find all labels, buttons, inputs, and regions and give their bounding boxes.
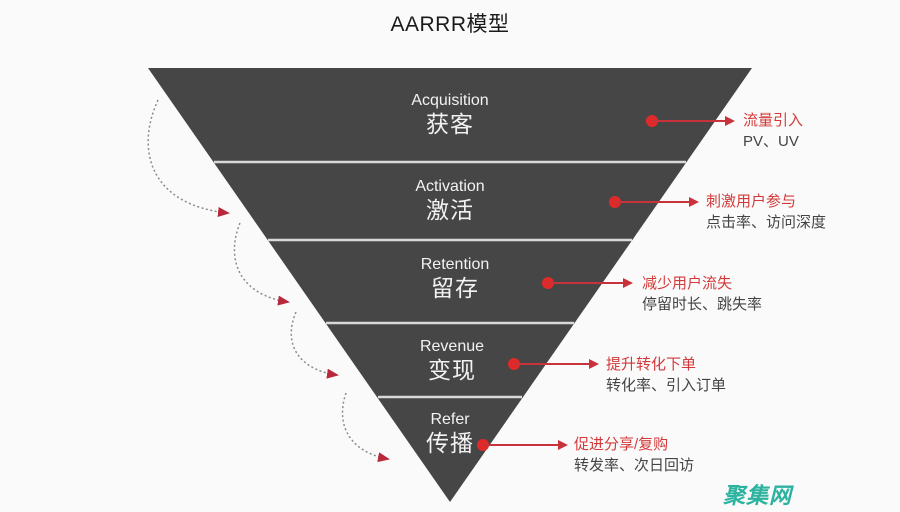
callout-connector-5 — [477, 439, 568, 451]
layer-revenue: Revenue 变现 — [352, 338, 552, 384]
layer-en-label: Refer — [430, 411, 470, 428]
flow-arrow-4-icon — [341, 392, 390, 463]
funnel-shape — [148, 68, 752, 502]
callout-retention: 减少用户流失 停留时长、跳失率 — [642, 274, 762, 316]
callout-connector-2 — [609, 196, 699, 208]
layer-refer: Refer 传播 — [350, 411, 550, 457]
watermark-logo: 聚集网 — [723, 483, 793, 508]
callout-subtitle: PV、UV — [743, 133, 799, 150]
callout-revenue: 提升转化下单 转化率、引入订单 — [606, 355, 726, 397]
layer-zh-label: 获客 — [426, 111, 474, 137]
callout-title: 减少用户流失 — [642, 275, 733, 292]
layer-zh-label: 留存 — [431, 275, 479, 301]
layer-en-label: Activation — [415, 178, 485, 195]
callout-title: 流量引入 — [743, 112, 804, 129]
diagram-title: AARRR模型 — [390, 13, 510, 36]
callout-subtitle: 点击率、访问深度 — [706, 214, 827, 231]
layer-en-label: Retention — [420, 256, 490, 273]
layer-zh-label: 激活 — [426, 197, 474, 223]
layer-en-label: Revenue — [419, 338, 485, 355]
callout-connector-3 — [542, 277, 633, 289]
callout-subtitle: 停留时长、跳失率 — [642, 296, 763, 313]
callout-refer: 促进分享/复购 转发率、次日回访 — [574, 435, 694, 477]
callout-acquisition: 流量引入 PV、UV — [743, 111, 803, 153]
flow-arrow-2-icon — [233, 222, 290, 306]
callout-subtitle: 转化率、引入订单 — [606, 377, 727, 394]
layer-activation: Activation 激活 — [350, 178, 550, 224]
layer-zh-label: 传播 — [426, 430, 474, 456]
callout-activation: 刺激用户参与 点击率、访问深度 — [706, 192, 826, 234]
layer-acquisition: Acquisition 获客 — [350, 92, 550, 138]
callout-connector-4 — [508, 358, 599, 370]
flow-arrow-3-icon — [290, 311, 339, 379]
callout-subtitle: 转发率、次日回访 — [574, 457, 695, 474]
callout-title: 促进分享/复购 — [574, 436, 669, 453]
callout-title: 提升转化下单 — [606, 356, 697, 373]
flow-arrow-1-icon — [147, 99, 230, 217]
callout-title: 刺激用户参与 — [706, 193, 797, 210]
layer-retention: Retention 留存 — [355, 256, 555, 302]
layer-en-label: Acquisition — [411, 92, 489, 109]
callout-connector-1 — [646, 115, 735, 127]
layer-zh-label: 变现 — [428, 357, 476, 383]
